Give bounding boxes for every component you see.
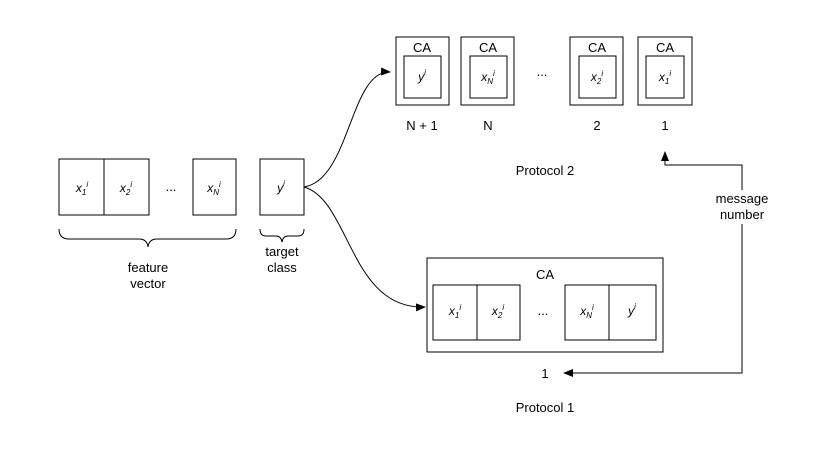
target-cell (259, 158, 305, 216)
protocol1-cell-y (608, 284, 657, 341)
feature-cell-2 (103, 158, 150, 216)
protocol1-cell-1 (432, 284, 478, 341)
protocol1-ellipsis: ... (538, 303, 549, 318)
protocol2-message-number-1: N + 1 (406, 118, 437, 133)
feature-vector: x1i x2i ... xNi feature vector (58, 158, 237, 291)
feature-cell-n-label: xNi (206, 180, 221, 197)
protocol2-content-4-label: x1i (658, 69, 671, 86)
protocol2-content-2 (469, 55, 508, 99)
protocol1-cell-2 (476, 284, 521, 341)
message-number-label-1: message (716, 191, 769, 206)
target-cell-label: yi (276, 179, 285, 195)
feature-ellipsis: ... (166, 179, 177, 194)
protocol2-content-3-label: x2i (590, 69, 603, 86)
feature-vector-brace (58, 228, 237, 248)
protocol2-ca-label-1: CA (413, 40, 431, 55)
protocol1-cell-2-label: x2i (491, 303, 504, 320)
feature-cell-1 (58, 158, 105, 216)
protocol2-message-number-4: 1 (661, 118, 668, 133)
arrow-to-protocol1 (303, 186, 426, 312)
protocol2-ellipsis: ... (537, 64, 548, 79)
arrow-to-protocol1-number (563, 224, 743, 377)
feature-cell-n (192, 158, 237, 216)
protocol2-content-1 (403, 55, 442, 99)
protocol2-ca-label-2: CA (479, 40, 497, 55)
protocol1-title: Protocol 1 (516, 400, 575, 415)
protocol1-message-number: 1 (541, 366, 548, 381)
protocol2-ca-label-3: CA (588, 40, 606, 55)
target-class-label-2: class (267, 260, 297, 275)
protocol2-title: Protocol 2 (516, 163, 575, 178)
protocol2-content-4 (645, 55, 685, 99)
protocol1-cell-y-label: yi (627, 302, 636, 318)
feature-cell-1-label: x1i (75, 180, 88, 197)
target-class: yi target class (259, 158, 305, 275)
protocol2-message-number-3: 2 (593, 118, 600, 133)
protocol2-content-2-label: xNi (480, 69, 495, 86)
target-class-brace (259, 228, 305, 243)
protocol1: CA x1i x2i ... xNi yi 1 Protocol 1 (426, 257, 664, 415)
protocol1-cell-n-label: xNi (579, 303, 594, 320)
message-number-connector: message number (563, 151, 769, 377)
target-class-label-1: target (265, 244, 299, 259)
arrow-to-protocol2-number (661, 151, 743, 190)
feature-vector-label-2: vector (130, 276, 166, 291)
protocol2-content-1-label: yi (417, 68, 426, 84)
protocol1-cell-1-label: x1i (448, 303, 461, 320)
protocol2-ca-label-4: CA (656, 40, 674, 55)
protocol2-content-3 (578, 55, 617, 99)
protocol1-ca-label: CA (536, 267, 554, 282)
protocol2-message-number-2: N (483, 118, 492, 133)
feature-cell-2-label: x2i (119, 180, 132, 197)
arrow-to-protocol2 (303, 67, 391, 188)
protocol2: CA yi N + 1 CA xNi N ... CA x2i 2 CA x1i… (395, 36, 693, 178)
message-number-label-2: number (720, 207, 765, 222)
feature-vector-label-1: feature (128, 260, 168, 275)
